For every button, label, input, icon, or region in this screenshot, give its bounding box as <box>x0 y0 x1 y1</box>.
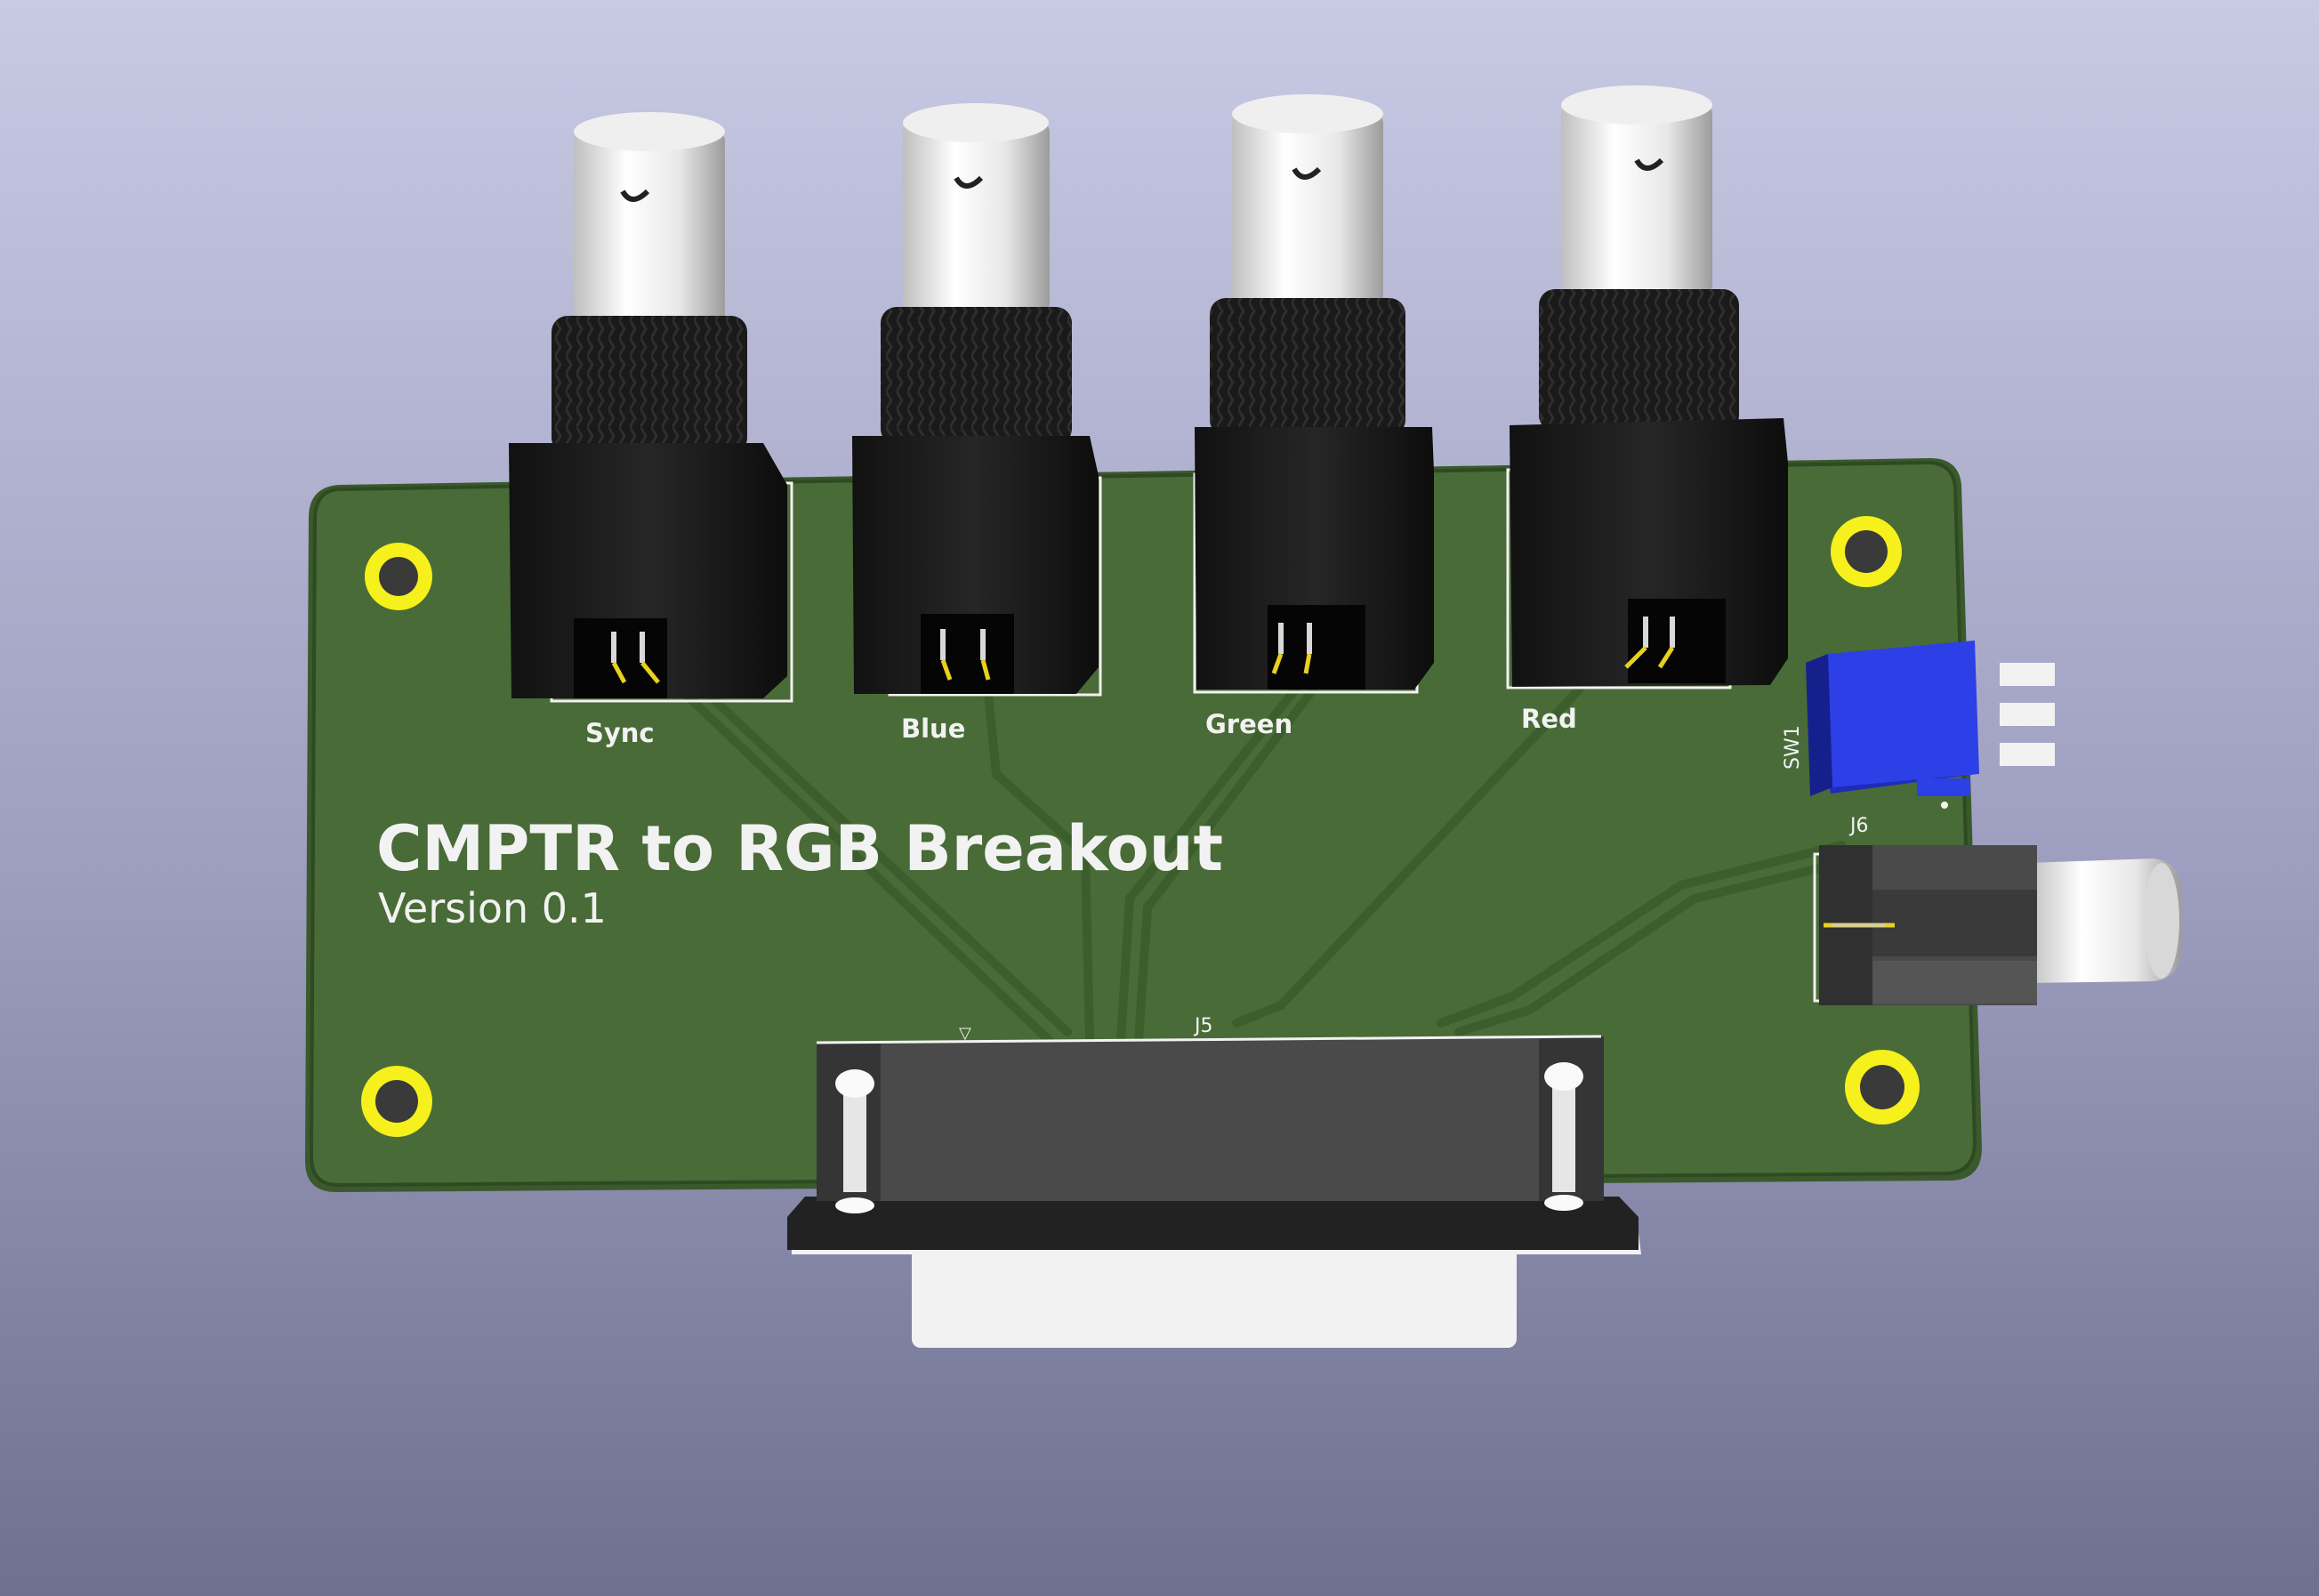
dsub-pin1-marker: ▽ <box>959 1024 971 1043</box>
dsub-ref-label: J5 <box>1193 1015 1213 1037</box>
bnc-connector-sync <box>509 112 787 698</box>
bnc-connector-green <box>1195 94 1434 689</box>
switch-ref-label: SW1 <box>1782 725 1804 770</box>
bnc-labels: Sync Blue Green Red <box>585 704 1577 748</box>
switch-sw1: SW1 <box>1782 641 2055 809</box>
label-sync: Sync <box>585 718 655 748</box>
power-jack-j6: J6 <box>1819 815 2181 1005</box>
board-version: Version 0.1 <box>378 884 607 932</box>
board-title-block: CMPTR to RGB Breakout Version 0.1 <box>376 812 1223 932</box>
bnc-connector-blue <box>852 103 1099 694</box>
mounting-holes <box>361 516 1920 1137</box>
label-red: Red <box>1521 704 1577 734</box>
dsub-connector-j5: J5 ▽ <box>787 1015 1641 1348</box>
label-blue: Blue <box>901 713 965 744</box>
bnc-connector-red <box>1510 85 1788 687</box>
label-green: Green <box>1205 709 1292 739</box>
copper-traces <box>672 681 1846 1045</box>
board-title: CMPTR to RGB Breakout <box>376 812 1223 885</box>
jack-ref-label: J6 <box>1848 815 1869 837</box>
